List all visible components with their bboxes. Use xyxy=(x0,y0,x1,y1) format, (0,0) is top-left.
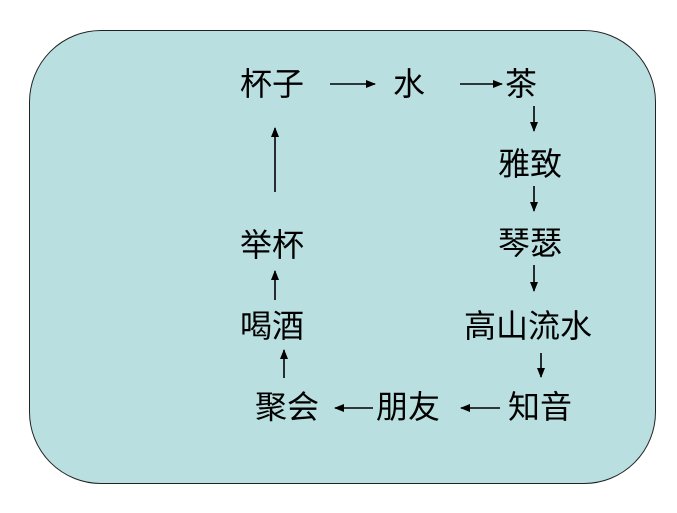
node-mountains-waters: 高山流水 xyxy=(464,307,593,345)
node-drinking: 喝酒 xyxy=(240,307,305,345)
node-friend: 朋友 xyxy=(376,388,441,426)
node-raise-cup: 举杯 xyxy=(240,226,305,264)
node-cup: 杯子 xyxy=(240,65,305,103)
node-gathering: 聚会 xyxy=(255,388,320,426)
node-water: 水 xyxy=(393,65,426,103)
node-elegance: 雅致 xyxy=(498,145,563,183)
node-tea: 茶 xyxy=(505,65,538,103)
node-qinse: 琴瑟 xyxy=(498,224,563,262)
node-soulmate: 知音 xyxy=(508,388,573,426)
